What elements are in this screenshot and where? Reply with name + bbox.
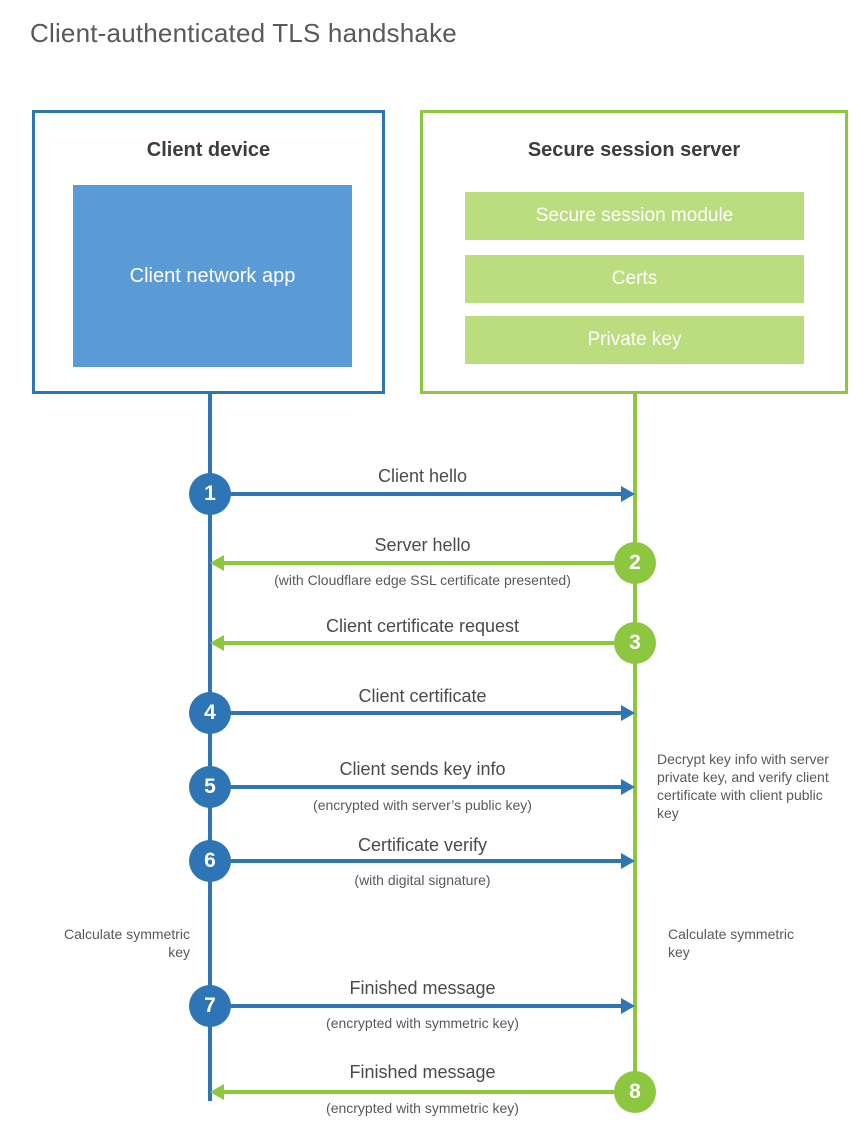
step-8-arrow-line — [224, 1090, 635, 1094]
client-network-app-block: Client network app — [73, 185, 352, 367]
step-5-number-badge: 5 — [189, 766, 231, 808]
step-3-label: Client certificate request — [325, 616, 520, 636]
server-item-private-key: Private key — [465, 316, 804, 364]
client-device-box: Client device Client network app — [32, 110, 385, 394]
step-2-label: Server hello — [374, 535, 471, 555]
secure-session-server-title: Secure session server — [527, 139, 741, 161]
step-1-number-badge: 1 — [189, 473, 231, 515]
step-6-number-badge: 6 — [189, 840, 231, 882]
step-2-sublabel: (with Cloudflare edge SSL certificate pr… — [274, 572, 571, 588]
step-7-arrow-head-icon — [621, 998, 635, 1014]
step-3-arrow-head-icon — [210, 635, 224, 651]
step-2-arrow-line — [224, 561, 635, 565]
step-8-label: Finished message — [349, 1062, 496, 1082]
server-decrypt-note: Decrypt key info with server private key… — [657, 751, 829, 821]
step-7-sublabel: (encrypted with symmetric key) — [326, 1015, 519, 1031]
step-4-number-badge: 4 — [189, 692, 231, 734]
step-4-arrow-line — [210, 711, 621, 715]
step-1-label: Client hello — [377, 466, 468, 486]
server-item-certs: Certs — [465, 255, 804, 303]
step-4-arrow-head-icon — [621, 705, 635, 721]
step-1-arrow-head-icon — [621, 486, 635, 502]
step-5-arrow-line — [210, 785, 621, 789]
step-7-label: Finished message — [349, 978, 496, 998]
step-6-label: Certificate verify — [357, 835, 488, 855]
step-1-arrow-line — [210, 492, 621, 496]
step-8-arrow-head-icon — [210, 1084, 224, 1100]
secure-session-server-box: Secure session server Secure session mod… — [420, 110, 848, 394]
page-title: Client-authenticated TLS handshake — [30, 18, 457, 48]
server-item-secure-session-module: Secure session module — [465, 192, 804, 240]
step-3-number-badge: 3 — [614, 622, 656, 664]
step-4-label: Client certificate — [358, 686, 487, 706]
step-3-arrow-line — [224, 641, 635, 645]
step-5-sublabel: (encrypted with server’s public key) — [313, 797, 532, 813]
step-6-arrow-line — [210, 859, 621, 863]
server-lifeline — [633, 394, 637, 1092]
client-calculate-symmetric-key-note: Calculate symmetric key — [63, 926, 190, 960]
step-8-number-badge: 8 — [614, 1071, 656, 1113]
step-5-label: Client sends key info — [339, 759, 506, 779]
step-6-arrow-head-icon — [621, 853, 635, 869]
client-lifeline — [208, 394, 212, 1101]
step-2-arrow-head-icon — [210, 555, 224, 571]
step-8-sublabel: (encrypted with symmetric key) — [326, 1100, 519, 1116]
step-2-number-badge: 2 — [614, 542, 656, 584]
step-6-sublabel: (with digital signature) — [354, 872, 491, 888]
step-7-number-badge: 7 — [189, 985, 231, 1027]
server-calculate-symmetric-key-note: Calculate symmetric key — [668, 926, 795, 960]
step-7-arrow-line — [210, 1004, 621, 1008]
step-5-arrow-head-icon — [621, 779, 635, 795]
client-device-title: Client device — [146, 139, 271, 161]
